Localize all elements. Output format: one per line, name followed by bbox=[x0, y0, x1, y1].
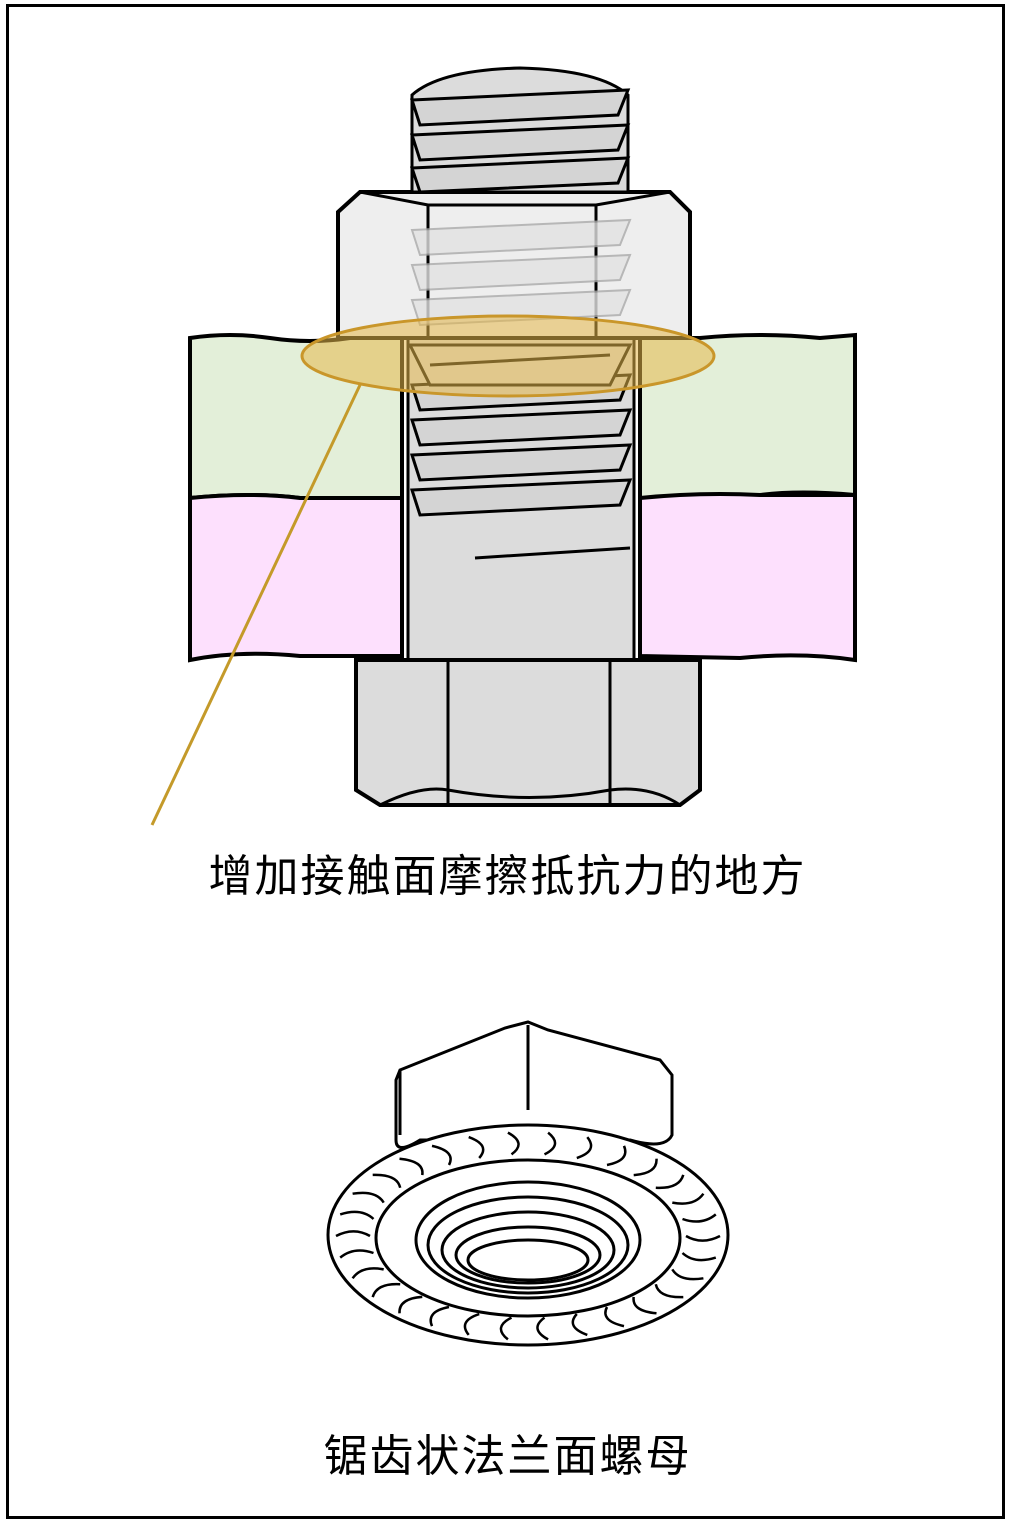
serration-tooth bbox=[633, 1158, 658, 1177]
contact-area-caption: 增加接触面摩擦抵抗力的地方 bbox=[208, 851, 807, 902]
bolt-tip-threads bbox=[409, 88, 631, 194]
serration-tooth bbox=[606, 1145, 627, 1167]
serration-tooth bbox=[632, 1296, 657, 1315]
serration-tooth bbox=[604, 1306, 625, 1328]
serration-tooth bbox=[335, 1230, 371, 1238]
serration-tooth bbox=[543, 1131, 557, 1156]
serration-tooth bbox=[431, 1144, 452, 1166]
serration-tooth bbox=[682, 1213, 717, 1223]
serration-tooth bbox=[681, 1252, 717, 1262]
serration-tooth bbox=[339, 1249, 374, 1259]
serration-tooth bbox=[671, 1268, 704, 1281]
leader-line bbox=[150, 384, 362, 826]
lower-plate-right bbox=[638, 492, 857, 663]
figure-frame bbox=[6, 4, 1005, 1519]
serration-tooth bbox=[672, 1192, 705, 1205]
serration-tooth bbox=[399, 1157, 424, 1176]
serration-tooth bbox=[576, 1136, 593, 1160]
serration-tooth bbox=[468, 1135, 485, 1159]
contact-area-highlight bbox=[300, 314, 716, 398]
serrated-flange-nut-icon bbox=[326, 1020, 730, 1347]
serration-tooth bbox=[398, 1295, 423, 1314]
serration-tooth bbox=[571, 1313, 588, 1337]
serration-tooth bbox=[499, 1316, 513, 1341]
serration-tooth bbox=[429, 1305, 450, 1327]
serration-tooth bbox=[371, 1282, 401, 1298]
serration-tooth bbox=[372, 1173, 402, 1189]
serration-tooth bbox=[352, 1191, 385, 1204]
serration-tooth bbox=[654, 1283, 684, 1299]
serration-tooth bbox=[463, 1312, 480, 1336]
bolt-head bbox=[354, 658, 702, 807]
serration-tooth bbox=[507, 1131, 520, 1156]
nut-serrations bbox=[335, 1131, 721, 1341]
serration-tooth bbox=[351, 1267, 384, 1280]
serration-tooth bbox=[339, 1210, 375, 1220]
serration-tooth bbox=[685, 1234, 721, 1242]
serration-tooth bbox=[655, 1174, 685, 1190]
flange-nut-caption: 锯齿状法兰面螺母 bbox=[323, 1431, 692, 1482]
serration-tooth bbox=[536, 1316, 549, 1341]
